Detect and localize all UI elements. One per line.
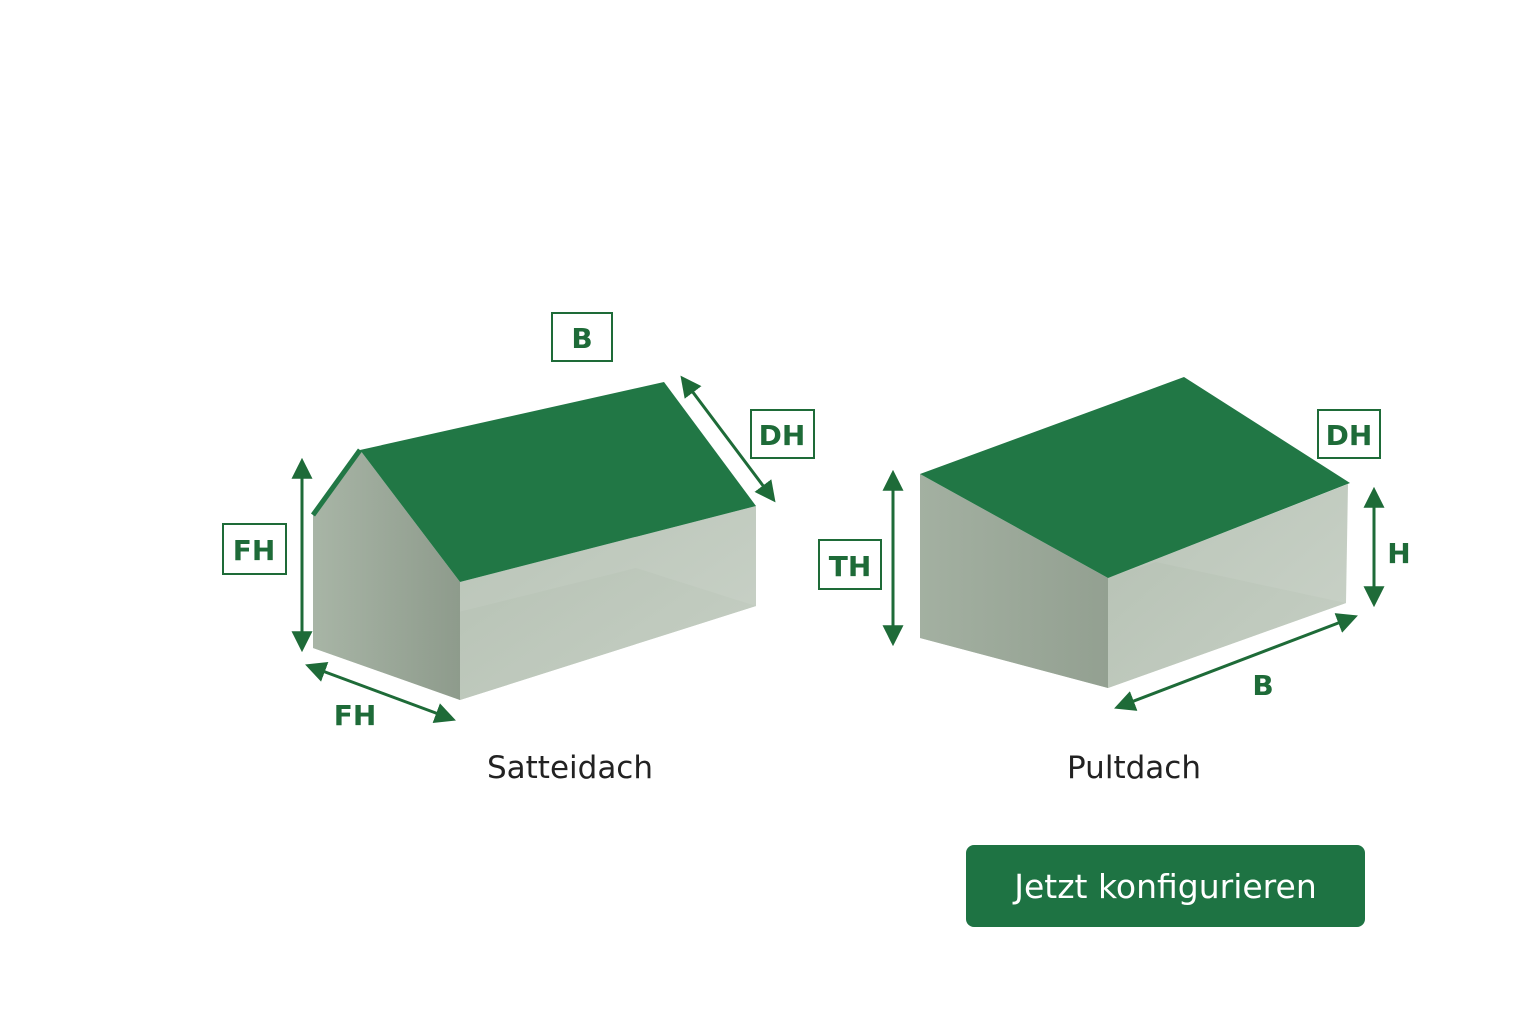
pultdach-dh-label: DH — [1326, 419, 1373, 452]
satteldach-fh-side-label: FH — [233, 534, 276, 567]
satteldach-gable-wall — [313, 450, 460, 700]
pultdach-house — [920, 377, 1350, 688]
satteldach-fh-box — [222, 523, 287, 575]
pultdach-left-wall — [920, 474, 1108, 688]
satteldach-dh-arrow — [680, 375, 776, 503]
pultdach-b-arrow — [1114, 613, 1358, 711]
pultdach-roof — [920, 377, 1350, 578]
satteldach-fh-bottom-label: FH — [334, 699, 377, 732]
pultdach-caption: Pultdach — [1067, 750, 1201, 786]
satteldach-b-box — [551, 312, 613, 362]
pultdach-dh-box — [1317, 409, 1381, 459]
satteldach-dh-box — [750, 409, 815, 459]
pultdach-h-label: H — [1387, 537, 1410, 570]
pultdach-th-box — [818, 539, 882, 590]
satteldach-house — [310, 382, 756, 700]
satteldach-dh-label: DH — [759, 419, 806, 452]
satteldach-side-wall — [460, 506, 756, 700]
satteldach-fh-bottom-arrow — [305, 661, 456, 724]
satteldach-b-label: B — [571, 322, 592, 355]
satteldach-dimensions: B DH FH FH — [222, 312, 815, 732]
pultdach-b-label: B — [1252, 669, 1273, 702]
satteldach-roof — [360, 382, 756, 582]
pultdach-dimensions: DH TH H B — [818, 409, 1411, 711]
satteldach-caption: Satteidach — [487, 750, 653, 786]
configure-now-button[interactable]: Jetzt konfigurieren — [966, 845, 1365, 927]
pultdach-th-label: TH — [829, 550, 872, 583]
